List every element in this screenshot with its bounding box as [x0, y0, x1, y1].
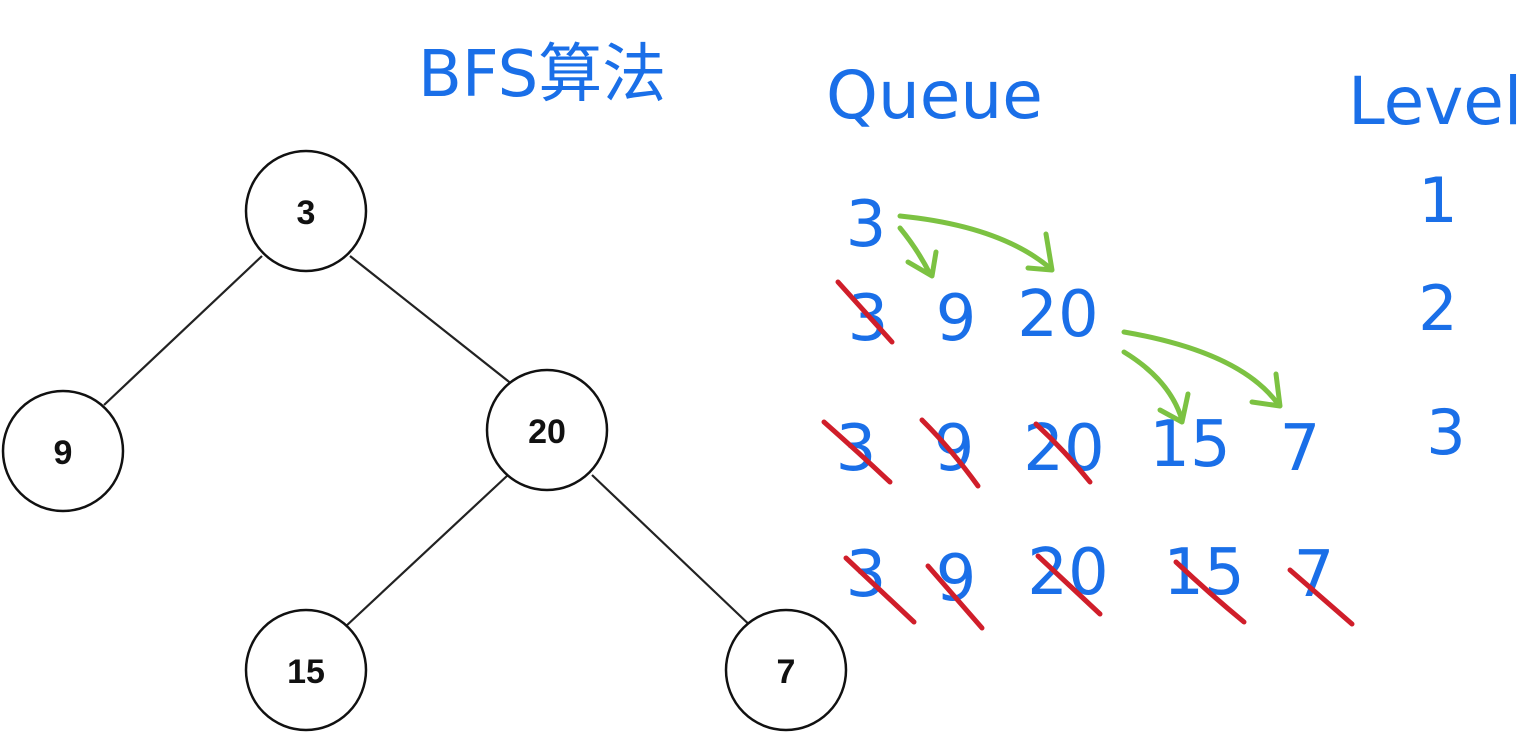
queue-item: 9: [936, 282, 977, 356]
tree-node-label: 3: [297, 194, 316, 232]
arrow-20-to-15: [1121, 349, 1185, 423]
tree-node-15: 15: [244, 608, 368, 732]
queue-item: 15: [1163, 536, 1244, 610]
arrowhead: [1249, 371, 1283, 409]
edge-20-7: [591, 474, 758, 633]
arrow-20-to-7: [1121, 329, 1281, 407]
tree-node-label: 9: [54, 434, 73, 472]
queue-row-2: 3 9 20: [848, 278, 1099, 356]
edge-3-9: [103, 255, 263, 406]
dequeued-strikes: [821, 279, 1355, 631]
strike-mark: [1035, 553, 1103, 617]
queue-item: 20: [1017, 278, 1098, 352]
queue-item: 3: [846, 188, 887, 262]
arrowhead: [1025, 231, 1055, 273]
tree-node-3: 3: [244, 149, 368, 273]
queue-item: 15: [1149, 408, 1230, 482]
strike-mark: [1033, 421, 1093, 485]
edge-3-20: [349, 255, 514, 386]
level-number: 3: [1426, 396, 1465, 469]
tree-node-20: 20: [485, 368, 609, 492]
tree-node-label: 15: [287, 653, 325, 691]
arrowhead: [1157, 391, 1191, 425]
arrowhead: [905, 249, 939, 279]
strike-mark: [919, 417, 981, 489]
edge-20-15: [344, 474, 509, 628]
level-number: 1: [1418, 164, 1457, 237]
queue-header: Queue: [826, 57, 1043, 134]
strike-mark: [1173, 559, 1247, 625]
strike-mark: [843, 555, 917, 625]
queue-row-1: 3: [846, 188, 887, 262]
queue-item: 7: [1280, 412, 1321, 486]
queue-item: 20: [1027, 536, 1108, 610]
tree-node-7: 7: [724, 608, 848, 732]
strike-mark: [835, 279, 895, 345]
strike-mark: [1287, 567, 1355, 627]
arrow-3-to-20: [897, 213, 1053, 271]
strike-mark: [925, 563, 985, 631]
tree-node-label: 7: [777, 653, 796, 691]
diagram-title: BFS算法: [418, 38, 666, 112]
tree-node-label: 20: [528, 413, 566, 451]
tree-node-9: 9: [1, 389, 125, 513]
arrow-3-to-9: [897, 225, 933, 277]
level-number: 2: [1418, 272, 1457, 345]
strike-mark: [821, 419, 893, 485]
level-header: Level: [1348, 63, 1522, 140]
queue-row-3: 3 9 20 15 7: [836, 408, 1321, 486]
enqueue-arrows: [897, 213, 1283, 425]
tree-edges: [103, 255, 758, 633]
